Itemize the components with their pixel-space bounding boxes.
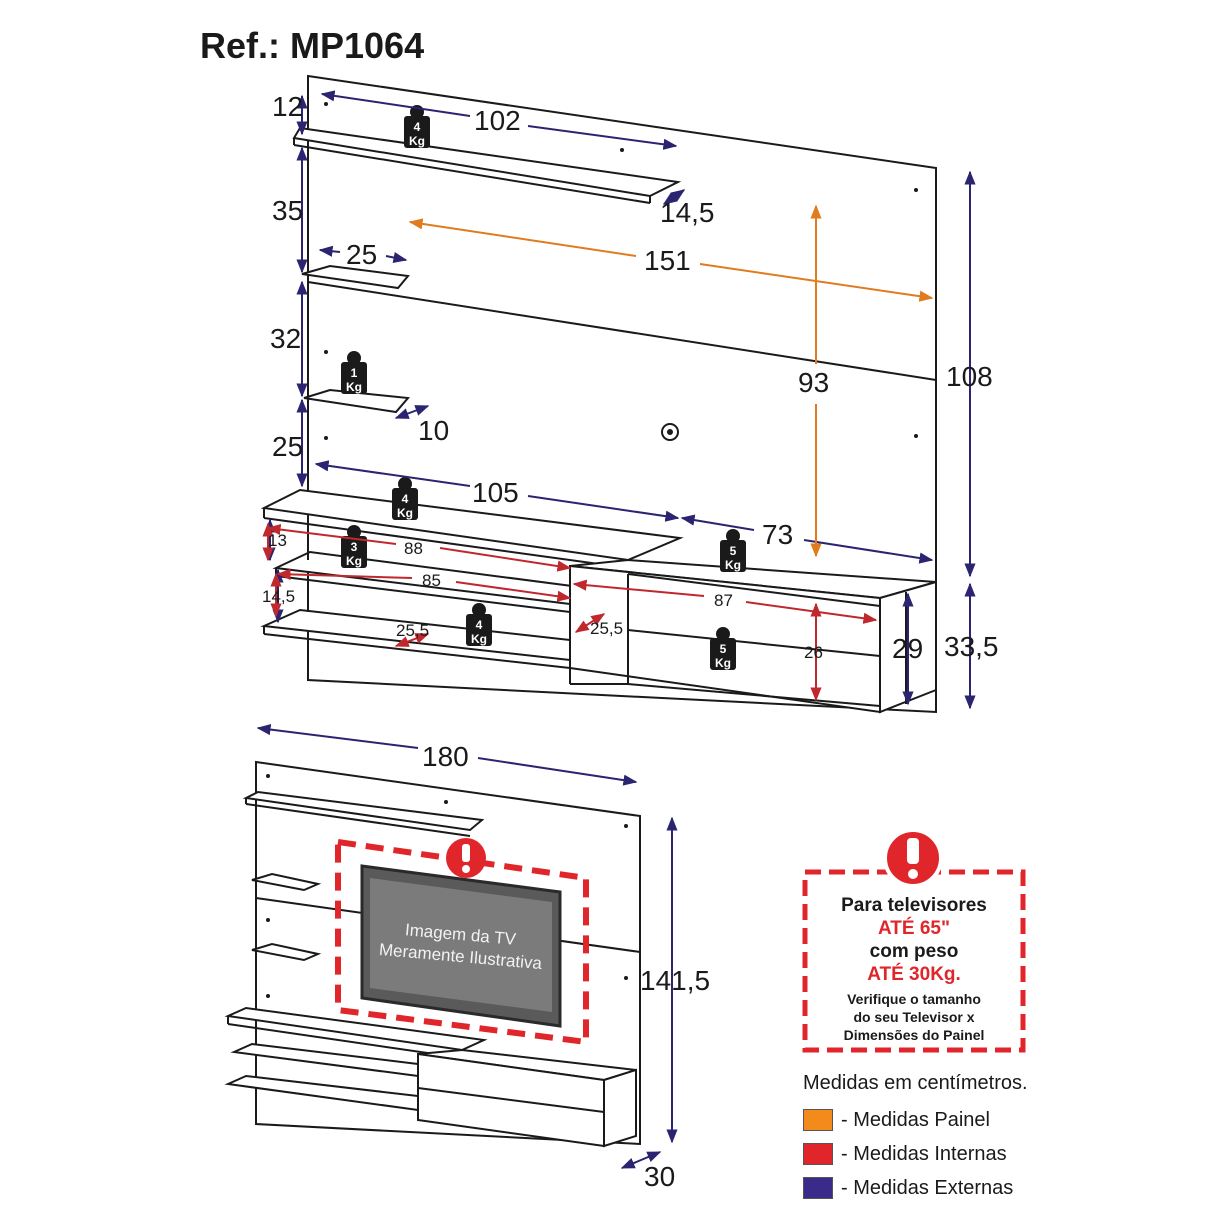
dim-10: 10 [418,415,449,446]
dimension-labels-top: 12 102 14,5 35 25 151 108 32 93 10 25 10… [262,91,999,664]
panel-dimension-lines [408,204,934,558]
tv-warning-box: Para televisores ATÉ 65" com peso ATÉ 30… [805,872,1023,1050]
legend-title: Medidas em centímetros. [803,1072,1028,1094]
panel-drawing-bottom: Imagem da TV Meramente Ilustrativa [224,760,641,1148]
dim-151: 151 [644,245,691,276]
dim-29: 29 [892,633,923,664]
dim-87: 87 [714,591,733,610]
cabinet-side-bottom [603,1068,637,1148]
dim-14-5-small: 14,5 [262,587,295,606]
svg-text:Kg: Kg [725,558,741,572]
dim-108: 108 [946,361,993,392]
external-dimension-lines [264,90,976,710]
warning-icon-box [883,828,943,888]
dim-30: 30 [644,1161,675,1192]
svg-text:5: 5 [730,544,737,558]
dim-25-shelf: 25 [346,239,377,270]
weight-tag-top-shelf: 4 Kg [404,105,430,148]
dim-93: 93 [798,367,829,398]
glass-shelf-lower [303,388,411,414]
dim-141-5: 141,5 [640,965,710,996]
dim-33-5: 33,5 [944,631,999,662]
dim-25-5-left: 25,5 [396,621,429,640]
measurement-legend: Medidas em centímetros. - Medidas Painel… [803,1072,1103,1205]
weight-tag-cabinet-inner: 5 Kg [710,627,736,670]
warning-line3: com peso [869,941,959,962]
svg-text:Kg: Kg [471,632,487,646]
svg-text:Kg: Kg [409,134,425,148]
rack-top-board [260,488,684,562]
svg-text:Kg: Kg [346,554,362,568]
legend-item-externas: - Medidas Externas [803,1171,1103,1205]
panel-seam [307,281,937,381]
weight-tag-cabinet-top: 5 Kg [720,529,746,572]
legend-item-internas: - Medidas Internas [803,1137,1103,1171]
legend-swatch-red [803,1143,833,1165]
svg-text:Kg: Kg [397,506,413,520]
glass-shelf-upper [301,264,410,290]
dim-12: 12 [272,91,303,122]
rack-top-bottom [224,1006,488,1052]
tv-screen [370,878,552,1012]
svg-text:3: 3 [351,540,358,554]
legend-swatch-purple [803,1177,833,1199]
svg-text:Kg: Kg [346,380,362,394]
weight-tag-rack-top: 4 Kg [392,477,418,520]
dim-26: 26 [804,643,823,662]
svg-text:Kg: Kg [715,656,731,670]
warning-max-weight: ATÉ 30Kg. [867,964,961,985]
dim-14-5: 14,5 [660,197,715,228]
weight-tag-glass-shelf: 1 Kg [341,351,367,394]
dim-73: 73 [762,519,793,550]
svg-text:5: 5 [720,642,727,656]
bottom-dimension-lines [256,724,678,1169]
svg-text:4: 4 [476,618,483,632]
legend-item-painel: - Medidas Painel [803,1103,1103,1137]
dim-88: 88 [404,539,423,558]
glass-shelf-bottom-2 [251,942,322,962]
warning-max-size: ATÉ 65" [877,918,950,939]
internal-dimension-lines [262,522,878,702]
back-panel [307,74,937,714]
svg-text:4: 4 [402,492,409,506]
dim-85: 85 [422,571,441,590]
ref-title: Ref.: MP1064 [200,25,424,66]
dim-25-5-right: 25,5 [590,619,623,638]
warning-line1: Para televisores [841,895,987,916]
dim-25-gap: 25 [272,431,303,462]
legend-swatch-orange [803,1109,833,1131]
weight-tag-rack-bottom: 4 Kg [466,603,492,646]
dimension-labels-bottom: 180 141,5 30 [422,741,710,1192]
dim-13: 13 [268,531,287,550]
warning-note: Verifique o tamanho do seu Televisor x D… [843,991,985,1043]
weight-tag-rack-middle: 3 Kg [341,525,367,568]
svg-text:4: 4 [414,120,421,134]
dim-35: 35 [272,195,303,226]
dim-105: 105 [472,477,519,508]
warning-icon-tv [446,838,486,878]
dim-32: 32 [270,323,301,354]
glass-shelf-bottom-1 [251,872,322,892]
top-shelf-bottom [242,790,485,832]
svg-text:1: 1 [351,366,358,380]
cable-hole [661,423,679,441]
dim-102: 102 [474,105,521,136]
dim-180: 180 [422,741,469,772]
